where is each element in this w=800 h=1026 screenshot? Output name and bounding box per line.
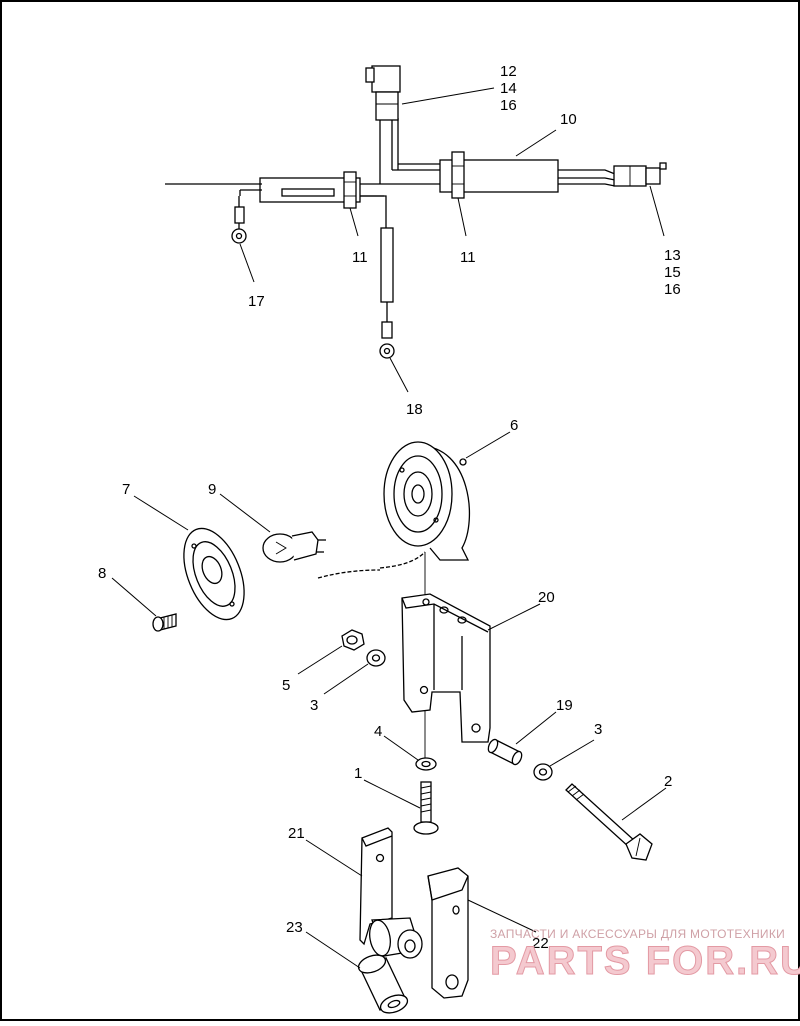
conduit-right: [439, 159, 559, 193]
watermark-brand: PARTS FOR.RU: [490, 939, 800, 983]
callout-11-right: 11: [460, 249, 476, 266]
callout-17: 17: [248, 293, 265, 310]
callout-11-left: 11: [352, 249, 368, 266]
callout-14: 14: [500, 80, 517, 97]
callout-16-right: 16: [664, 281, 681, 298]
conduit-lead-18: [380, 227, 394, 303]
clamp-left: [343, 171, 357, 209]
callout-21: 21: [288, 825, 305, 842]
watermark-tagline: ЗАПЧАСТИ И АКСЕССУАРЫ ДЛЯ МОТОТЕХНИКИ: [490, 927, 785, 941]
connector-right: [613, 162, 667, 187]
bulb: [262, 531, 326, 563]
bracket-21: [359, 827, 423, 959]
callout-15: 15: [664, 264, 681, 281]
callout-2: 2: [664, 773, 672, 790]
washer-3-upper: [366, 649, 386, 667]
wire-horn-left: [317, 569, 381, 579]
callout-3-upper: 3: [310, 697, 318, 714]
horn: [383, 441, 471, 561]
washer-3-lower: [533, 763, 553, 781]
bolt-2: [565, 783, 653, 861]
callout-12: 12: [500, 63, 517, 80]
terminal-17: [234, 206, 245, 224]
leader-lines: [111, 87, 667, 969]
horn-cover: [183, 527, 245, 621]
ring-terminal-17: [231, 228, 247, 244]
callout-16-top: 16: [500, 97, 517, 114]
callout-6: 6: [510, 417, 518, 434]
callout-8: 8: [98, 565, 106, 582]
wiring-harness: [165, 65, 667, 359]
callout-18: 18: [406, 401, 423, 418]
ring-terminal-18: [379, 343, 395, 359]
callout-1: 1: [354, 765, 362, 782]
fuse-inline: [281, 188, 335, 197]
callout-20: 20: [538, 589, 555, 606]
callout-4: 4: [374, 723, 382, 740]
spacer-19: [487, 738, 523, 766]
spacer-23: [357, 954, 409, 1014]
callout-5: 5: [282, 677, 290, 694]
callout-9: 9: [208, 481, 216, 498]
screw-8: [152, 613, 177, 632]
callout-7: 7: [122, 481, 130, 498]
callout-10: 10: [560, 111, 577, 128]
horn-bracket: [401, 593, 491, 743]
connector-top: [365, 65, 401, 121]
nut-5: [341, 629, 365, 651]
bracket-22: [427, 867, 469, 999]
callout-13: 13: [664, 247, 681, 264]
callout-22: 22: [532, 935, 549, 952]
washer-4: [415, 757, 437, 771]
clamp-right: [451, 151, 465, 199]
callout-23: 23: [286, 919, 303, 936]
bolt-1: [413, 781, 439, 835]
callout-19: 19: [556, 697, 573, 714]
wire-horn-right: [379, 551, 426, 569]
terminal-18: [381, 321, 393, 339]
callouts: 12 14 16 10 11 11 13 15 16 17 18 6 7 9 8…: [98, 63, 681, 952]
callout-3-lower: 3: [594, 721, 602, 738]
watermark: ЗАПЧАСТИ И АКСЕССУАРЫ ДЛЯ МОТОТЕХНИКИ PA…: [490, 927, 800, 984]
